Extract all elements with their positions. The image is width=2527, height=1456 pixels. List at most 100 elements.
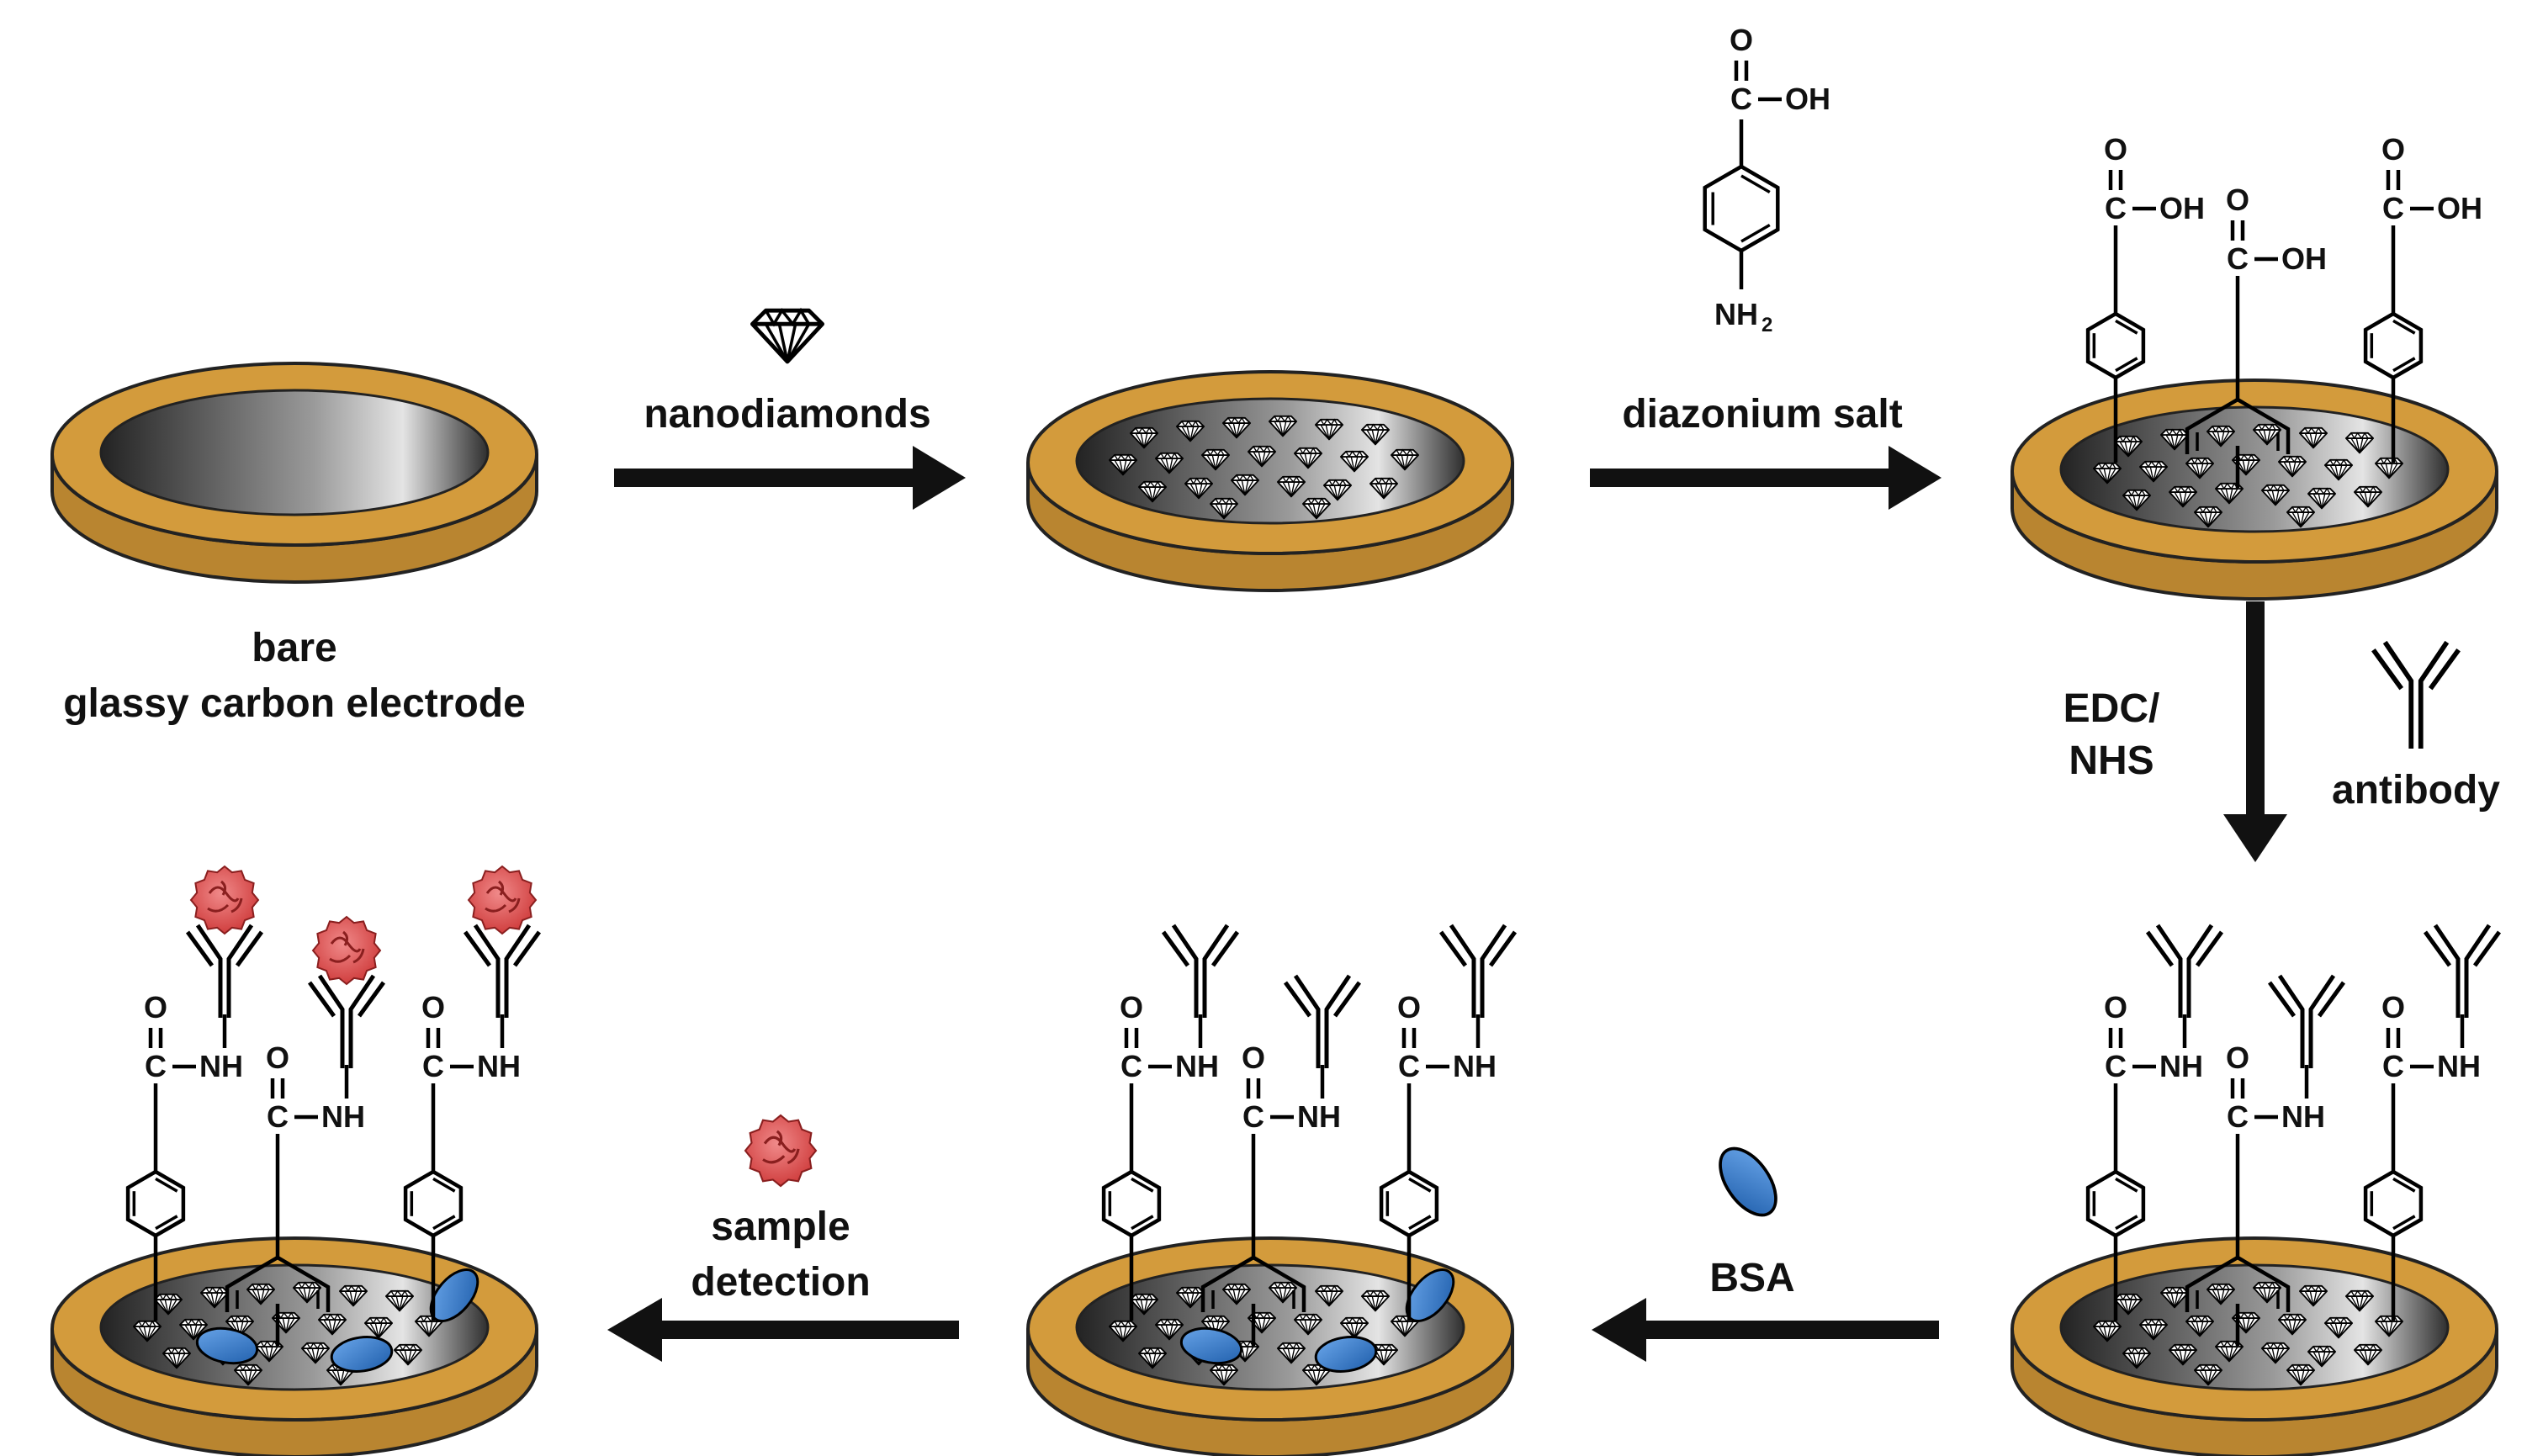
carbon-label: C (267, 1099, 289, 1134)
nanodiamond-icon (2277, 455, 2307, 478)
bsa-icon (1179, 1326, 1243, 1365)
subscript-label: 2 (1761, 314, 1772, 336)
nanodiamond-icon (199, 1286, 230, 1309)
nanodiamond-icon (1129, 1293, 1159, 1316)
nanodiamond-icon (2185, 457, 2215, 479)
amine-label: NH (199, 1049, 243, 1083)
antibody-label: antibody (2332, 768, 2500, 813)
oxygen-label: O (2226, 183, 2249, 217)
nanodiamond-icon (2307, 487, 2337, 510)
benzene-ring (403, 1169, 464, 1238)
antigen-icon (311, 915, 382, 986)
nanodiamond-icon (2113, 435, 2143, 458)
nanodiamond-icon (2252, 423, 2282, 446)
nanodiamond-icon (1339, 450, 1369, 473)
bsa-icon (195, 1326, 259, 1365)
nanodiamond-icon (246, 1283, 276, 1305)
nanodiamond-icon (2277, 1313, 2307, 1336)
nanodiamond-icon (1137, 480, 1168, 503)
carbon-label: C (2105, 1049, 2127, 1083)
nanodiamond-icon (2214, 482, 2244, 505)
bsa-reagent-icon (1719, 1146, 1777, 1217)
nanodiamond-icon (2260, 484, 2291, 506)
nanodiamond-icon (2193, 506, 2223, 528)
nanodiamond-icon (2286, 506, 2316, 528)
electrode-nanodiamond (1026, 370, 1514, 592)
nanodiamond-icon (1268, 415, 1298, 437)
oxygen-label: O (2226, 1040, 2249, 1075)
carbon-label: C (2227, 1099, 2249, 1134)
hydroxyl-label: OH (1785, 82, 1830, 116)
nanodiamond-icon (1301, 497, 1332, 520)
nanodiamond-icon (2122, 489, 2152, 511)
nanodiamond-icon (2374, 457, 2404, 479)
nanodiamond-icon (1209, 497, 1239, 520)
nanodiamond-icon (1209, 1363, 1239, 1386)
antibody-icon (2423, 924, 2502, 1018)
nanodiamond-icon (153, 1293, 183, 1316)
arrow-step-5 (607, 1298, 959, 1362)
nanodiamond-icon (2122, 1347, 2152, 1369)
nanodiamond-icon (254, 1340, 284, 1363)
nanodiamond-icon (2307, 1345, 2337, 1368)
nanodiamond-icon (2260, 1342, 2291, 1364)
amine-label: NH (2437, 1049, 2481, 1083)
arrow-step-3 (2223, 601, 2287, 862)
nanodiamond-icon (1339, 1316, 1369, 1339)
electrode-antibody (2010, 1236, 2498, 1456)
nanodiamond-icon (1268, 1281, 1298, 1304)
benzene-ring (2085, 311, 2146, 380)
benzene-ring (2363, 1169, 2424, 1238)
oxygen-label: O (144, 990, 167, 1024)
oxygen-label: O (421, 990, 445, 1024)
arrow-step-2 (1590, 446, 1942, 510)
bare-label: bare (252, 626, 336, 670)
nanodiamond-icon (2353, 1343, 2383, 1366)
nanodiamond-icon (1293, 1313, 1323, 1336)
bsa-icon (1314, 1336, 1378, 1373)
nanodiamond-icon (2138, 460, 2169, 483)
nanodiamond-icon (178, 1318, 209, 1341)
nanodiamonds-reagent-icon (750, 307, 825, 364)
arrow-step-4 (1592, 1298, 1939, 1362)
bsa-icon (330, 1336, 394, 1373)
nanodiamond-icon (132, 1320, 162, 1342)
nanodiamond-icon (1314, 1284, 1344, 1307)
carbon-label: C (2105, 191, 2127, 225)
nanodiamond-icon (2092, 462, 2122, 484)
nanodiamond-icon (1137, 1347, 1168, 1369)
sample-label: sample (711, 1205, 850, 1249)
diazonium-salt-label: diazonium salt (1622, 392, 1902, 437)
nanodiamond-icon (233, 1363, 263, 1386)
nanodiamond-icon (2113, 1293, 2143, 1316)
nanodiamond-icon (2344, 432, 2375, 454)
nanodiamonds-label: nanodiamonds (644, 392, 930, 437)
nanodiamond-icon (363, 1316, 394, 1339)
nanodiamond-icon (2353, 485, 2383, 508)
nanodiamond-icon (1293, 447, 1323, 469)
carbon-label: C (422, 1049, 444, 1083)
hydroxyl-label: OH (2437, 191, 2482, 225)
electrode-bare (50, 362, 538, 584)
amino-group-label: NH (1714, 297, 1758, 331)
oxygen-label: O (2104, 990, 2127, 1024)
antigen-icon (744, 1114, 818, 1188)
benzene-ring (1379, 1169, 1439, 1238)
nanodiamond-icon (1276, 1342, 1306, 1364)
nanodiamond-icon (1184, 477, 1214, 500)
benzene-ring (1101, 1169, 1162, 1238)
antibody-icon (2145, 924, 2224, 1018)
antibody-icon (1161, 924, 1240, 1018)
antigen-icon (189, 865, 260, 935)
glassy-carbon-electrode-label: glassy carbon electrode (63, 681, 526, 726)
nanodiamond-icon (1390, 448, 1420, 471)
nanodiamond-icon (1221, 416, 1252, 439)
antibody-reagent-icon (2371, 640, 2461, 749)
antibody-icon (463, 924, 542, 1018)
nanodiamond-icon (1276, 475, 1306, 498)
oxygen-label: O (1242, 1040, 1265, 1075)
carbon-label: C (1242, 1099, 1264, 1134)
